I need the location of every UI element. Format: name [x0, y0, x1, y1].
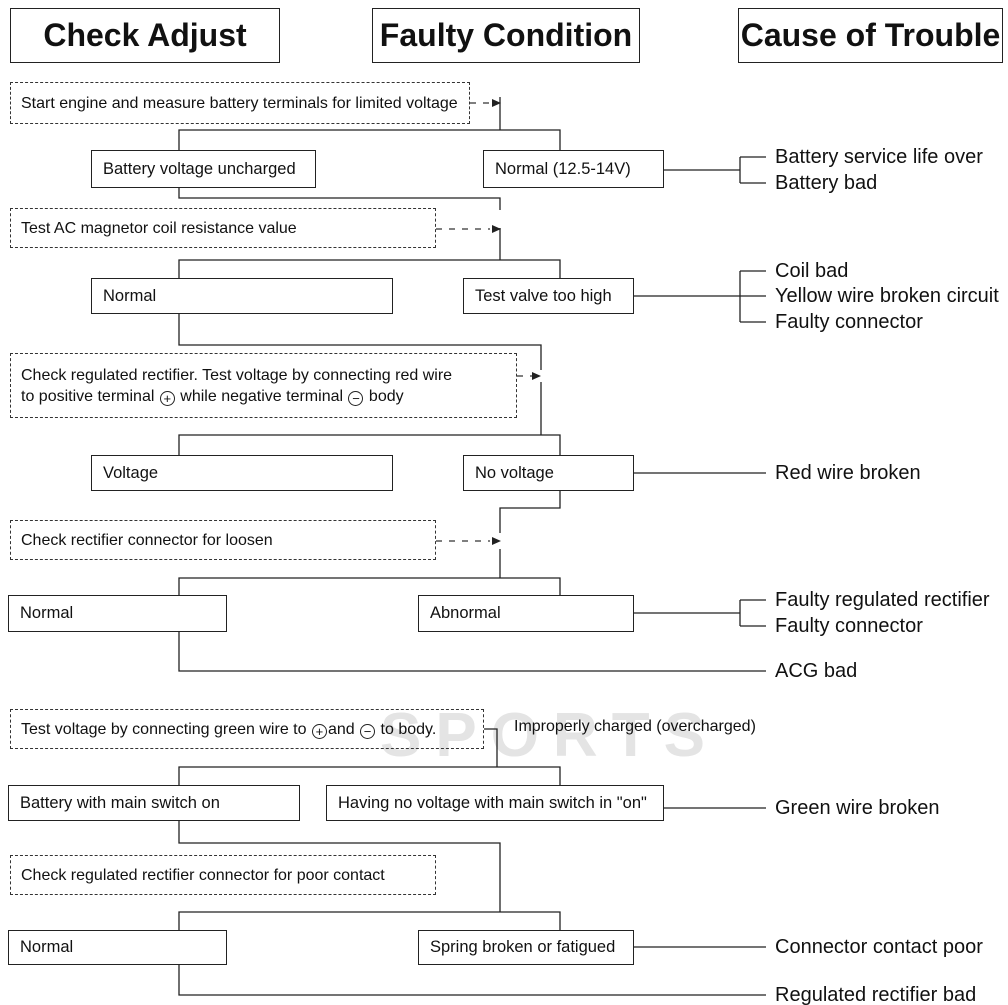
connector: [178, 632, 766, 672]
step-check-poor-contact: Check regulated rectifier connector for …: [10, 855, 436, 895]
arrowhead: [492, 99, 501, 107]
box-normal-voltage: Normal (12.5-14V): [483, 150, 664, 188]
step-text: to positive terminal: [21, 387, 159, 405]
arrowhead: [492, 225, 501, 233]
connector: [178, 129, 561, 150]
step-text-line-2: to positive terminal + while negative te…: [21, 386, 506, 407]
cause-battery-life-over: Battery service life over: [775, 146, 983, 168]
step-text: Start engine and measure battery termina…: [21, 94, 458, 112]
step-text: to body.: [376, 720, 437, 738]
connector: [178, 821, 501, 912]
step-check-regulated-rectifier: Check regulated rectifier. Test voltage …: [10, 353, 517, 418]
arrowhead: [532, 372, 541, 380]
solid-connectors: [178, 97, 766, 996]
box-voltage: Voltage: [91, 455, 393, 491]
step-text: Check rectifier connector for loosen: [21, 531, 273, 549]
cause-battery-bad: Battery bad: [775, 172, 878, 194]
step-text: while negative terminal: [175, 387, 348, 405]
watermark: SPORTS: [380, 701, 719, 770]
connector: [178, 577, 561, 595]
step-text: Check regulated rectifier connector for …: [21, 866, 385, 884]
step-text: Test voltage by connecting green wire to: [21, 720, 311, 738]
cause-coil-bad: Coil bad: [775, 260, 849, 282]
box-abnormal: Abnormal: [418, 595, 634, 632]
connector: [178, 188, 501, 210]
cause-faulty-connector: Faulty connector: [775, 615, 923, 637]
box-test-value-high: Test valve too high: [463, 278, 634, 314]
cause-red-wire: Red wire broken: [775, 462, 921, 484]
dashed-connectors: [436, 102, 532, 542]
arrowheads: [492, 99, 541, 545]
minus-terminal-icon: −: [360, 723, 376, 739]
note-improperly-charged: Improperly charged (overcharged): [514, 718, 756, 735]
connector: [178, 314, 542, 370]
box-battery-uncharged: Battery voltage uncharged: [91, 150, 316, 188]
arrowhead: [492, 537, 501, 545]
connector: [178, 911, 561, 930]
cause-yellow-wire: Yellow wire broken circuit: [775, 285, 999, 307]
header-cause-of-trouble: Cause of Trouble: [738, 8, 1003, 63]
box-no-voltage-main-switch: Having no voltage with main switch in "o…: [326, 785, 664, 821]
header-faulty-condition: Faulty Condition: [372, 8, 640, 63]
connector: [499, 491, 561, 533]
step-test-ac-coil: Test AC magnetor coil resistance value: [10, 208, 436, 248]
minus-terminal-icon: −: [348, 390, 364, 406]
connector: [484, 728, 498, 767]
box-spring-broken: Spring broken or fatigued: [418, 930, 634, 965]
box-final-normal: Normal: [8, 930, 227, 965]
step-test-green-wire: Test voltage by connecting green wire to…: [10, 709, 484, 749]
cause-green-wire: Green wire broken: [775, 797, 940, 819]
box-no-voltage: No voltage: [463, 455, 634, 491]
step-text: and: [327, 720, 360, 738]
plus-terminal-icon: +: [159, 390, 175, 406]
cause-rectifier-bad: Regulated rectifier bad: [775, 984, 977, 1005]
connector: [178, 965, 766, 996]
cause-acg-bad: ACG bad: [775, 660, 858, 682]
header-check-adjust: Check Adjust: [10, 8, 280, 63]
connector: [178, 766, 561, 785]
box-connector-normal: Normal: [8, 595, 227, 632]
cause-faulty-connector: Faulty connector: [775, 311, 923, 333]
box-battery-main-switch: Battery with main switch on: [8, 785, 300, 821]
cause-faulty-rectifier: Faulty regulated rectifier: [775, 589, 990, 611]
step-text: body: [364, 387, 404, 405]
connector: [178, 434, 561, 455]
step-check-connector-loosen: Check rectifier connector for loosen: [10, 520, 436, 560]
cause-connector-contact-poor: Connector contact poor: [775, 936, 983, 958]
step-text-line-1: Check regulated rectifier. Test voltage …: [21, 366, 453, 384]
box-coil-normal: Normal: [91, 278, 393, 314]
step-start-engine: Start engine and measure battery termina…: [10, 82, 470, 124]
step-text-line: Test voltage by connecting green wire to…: [21, 719, 473, 740]
connector: [178, 259, 561, 278]
plus-terminal-icon: +: [311, 723, 327, 739]
step-text: Test AC magnetor coil resistance value: [21, 219, 297, 237]
